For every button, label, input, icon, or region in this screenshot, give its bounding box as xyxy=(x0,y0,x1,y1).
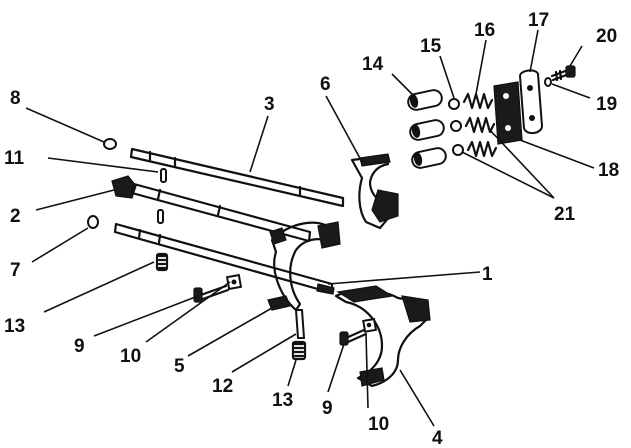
bolt-lower xyxy=(339,328,368,346)
callout-3: 3 xyxy=(264,94,275,115)
detent-spring-1 xyxy=(462,92,494,110)
spring-cover-plate xyxy=(493,81,523,145)
roll-pin xyxy=(294,309,306,339)
bolt-upper xyxy=(193,284,230,303)
detent-plunger-3 xyxy=(411,147,447,169)
callout-10-right: 10 xyxy=(368,414,389,435)
callout-7: 7 xyxy=(10,260,21,281)
callout-18: 18 xyxy=(598,160,619,181)
lock-washer-upper xyxy=(225,273,243,291)
interlock-pin-upper xyxy=(160,168,167,183)
callout-12: 12 xyxy=(212,376,233,397)
callout-13-left: 13 xyxy=(4,316,25,337)
callout-20: 20 xyxy=(596,26,617,47)
callout-5: 5 xyxy=(174,356,185,377)
detent-spring-3 xyxy=(466,140,498,158)
callout-2: 2 xyxy=(10,206,21,227)
callout-17: 17 xyxy=(528,10,549,31)
circlip-bottom xyxy=(87,215,99,229)
small-spring-right xyxy=(291,340,307,361)
callout-21: 21 xyxy=(554,204,576,225)
small-spring-left xyxy=(155,252,169,272)
callout-1: 1 xyxy=(482,264,493,285)
shift-fork-lower xyxy=(334,285,431,388)
callout-19: 19 xyxy=(596,94,617,115)
circlip-top xyxy=(103,138,117,150)
callout-10-left: 10 xyxy=(120,346,141,367)
shift-rod-top xyxy=(129,147,345,208)
detent-ball-2 xyxy=(450,120,462,132)
retaining-plate xyxy=(518,69,544,134)
detent-ball-1 xyxy=(448,98,460,110)
callout-13-right: 13 xyxy=(272,390,293,411)
callout-15: 15 xyxy=(420,36,442,57)
shift-fork-large xyxy=(267,221,341,312)
screw-washer xyxy=(544,77,552,87)
callout-16: 16 xyxy=(474,20,495,41)
callout-4: 4 xyxy=(432,428,443,448)
lock-washer-lower xyxy=(362,317,378,333)
callout-6: 6 xyxy=(320,74,331,95)
callout-labels: 1 2 3 4 5 6 7 8 9 9 10 10 11 12 13 13 14… xyxy=(4,10,619,448)
callout-14: 14 xyxy=(362,54,384,75)
leader-lines xyxy=(25,29,595,427)
detent-ball-3 xyxy=(452,144,464,156)
shift-fork-small xyxy=(350,153,399,230)
cover-screw xyxy=(550,65,576,82)
callout-8: 8 xyxy=(10,88,21,109)
shift-rod-bottom xyxy=(113,222,335,295)
callout-9-right: 9 xyxy=(322,398,333,419)
interlock-pin-lower xyxy=(157,209,164,224)
callout-11: 11 xyxy=(4,148,25,169)
detent-plunger-1 xyxy=(407,89,443,111)
callout-9-left: 9 xyxy=(74,336,85,357)
detent-plunger-2 xyxy=(409,119,445,141)
